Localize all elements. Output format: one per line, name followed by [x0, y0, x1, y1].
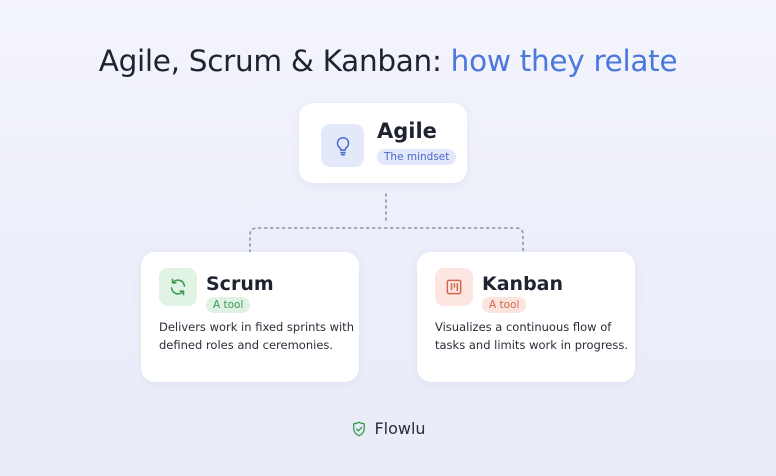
agile-icon-box	[321, 124, 364, 167]
kanban-description: Visualizes a continuous flow of tasks an…	[435, 320, 629, 352]
scrum-title: Scrum	[206, 273, 274, 295]
refresh-cycle-icon	[170, 278, 186, 296]
page-title: Agile, Scrum & Kanban: how they relate	[0, 44, 776, 78]
connector-path	[249, 193, 524, 253]
scrum-description: Delivers work in fixed sprints with defi…	[159, 320, 354, 352]
scrum-card: Scrum A tool Delivers work in fixed spri…	[141, 252, 359, 382]
agile-tag: The mindset	[377, 149, 457, 165]
lightbulb-icon	[336, 136, 349, 155]
check-shield-icon	[353, 421, 366, 436]
footer-brand: Flowlu	[0, 419, 776, 438]
agile-title: Agile	[377, 119, 437, 143]
kanban-card: Kanban A tool Visualizes a continuous fl…	[417, 252, 635, 382]
kanban-tag: A tool	[482, 297, 527, 313]
agile-card: Agile The mindset	[299, 103, 467, 183]
kanban-icon-box	[435, 268, 473, 306]
scrum-tag: A tool	[206, 297, 251, 313]
title-main: Agile, Scrum & Kanban:	[98, 44, 451, 78]
kanban-title: Kanban	[482, 273, 564, 295]
title-accent: how they relate	[450, 44, 678, 78]
brand-name: Flowlu	[374, 419, 426, 438]
kanban-board-icon	[446, 279, 462, 295]
scrum-icon-box	[159, 268, 197, 306]
